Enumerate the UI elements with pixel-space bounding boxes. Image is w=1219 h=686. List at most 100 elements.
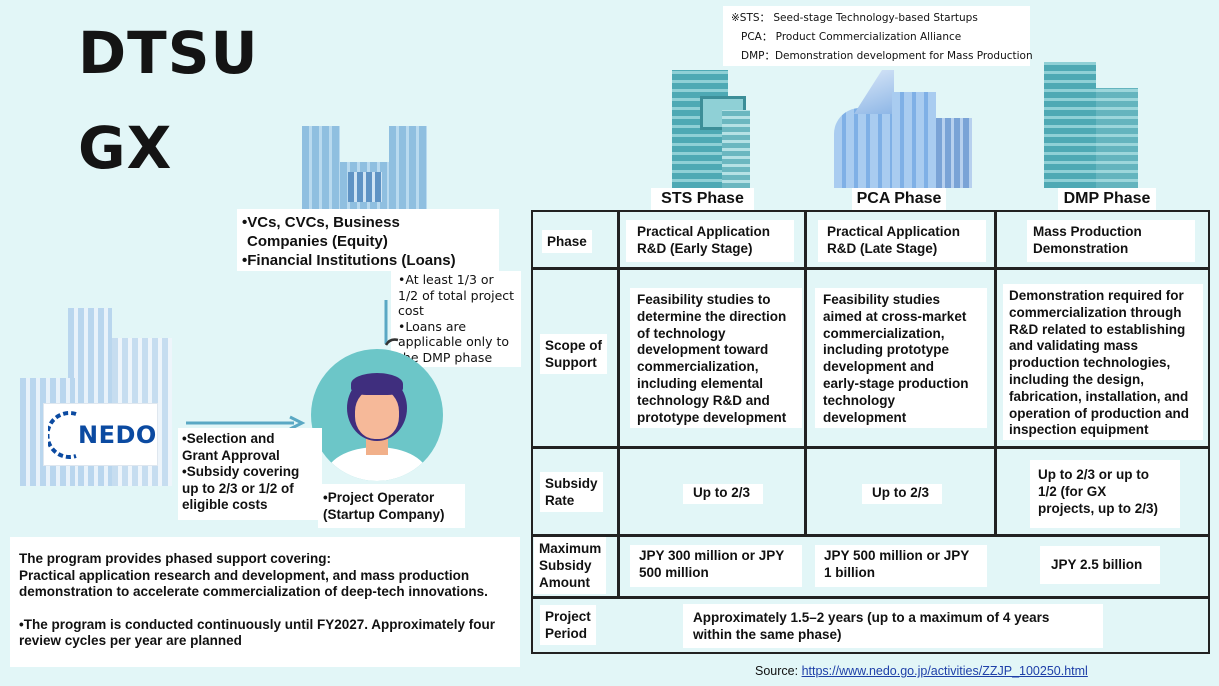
cell-text: including the design, [1009, 371, 1144, 387]
summary-line: The program provides phased support cove… [19, 551, 332, 566]
sts-building-icon [666, 70, 756, 188]
cell-text: inspection equipment [1009, 422, 1149, 438]
cell-text: Up to 2/3 [872, 485, 930, 500]
cell-text: technology [823, 392, 896, 408]
operator-line1: •Project Operator [323, 490, 435, 505]
cell-text: aimed at cross-market [823, 308, 967, 324]
cell-text: R&D related to establishing [1009, 321, 1186, 337]
cell-text: early-stage production [823, 375, 969, 391]
summary-line: demonstration to accelerate commercializ… [19, 584, 488, 599]
cell-text: Practical Application [827, 224, 961, 239]
phase-header-dmp: DMP Phase [1058, 188, 1156, 210]
operator-line2: (Startup Company) [323, 506, 445, 522]
cell-period: Approximately 1.5–2 years (up to a maxim… [683, 604, 1103, 648]
glossary-sts: ※STS： Seed-stage Technology-based Startu… [731, 12, 978, 24]
glossary: ※STS： Seed-stage Technology-based Startu… [723, 6, 1033, 66]
row-label-scope: Scope of Support [540, 334, 608, 374]
phase-header-sts: STS Phase [651, 188, 754, 210]
cell-text: within the same phase) [693, 626, 842, 642]
cell-text: of technology [637, 325, 726, 341]
project-operator-avatar [311, 349, 443, 481]
cell-text: technology R&D and [637, 392, 770, 408]
table-divider [531, 596, 1210, 599]
cell-text: including elemental [637, 375, 764, 391]
cell-text: development [823, 409, 907, 425]
cell-text: JPY 300 million or JPY [639, 548, 785, 563]
selection-note-line: eligible costs [182, 497, 268, 512]
selection-note: •Selection and Grant Approval •Subsidy c… [178, 428, 322, 520]
pca-building-icon [834, 68, 974, 188]
phase-table [531, 210, 1210, 654]
row-label-rate: Subsidy Rate [540, 472, 603, 512]
cell-rate-pca: Up to 2/3 [862, 484, 942, 504]
cell-text: R&D (Late Stage) [827, 240, 938, 256]
cell-text: Practical Application [637, 224, 771, 239]
cell-text: Up to 2/3 or up to [1038, 467, 1149, 482]
table-divider [804, 210, 807, 536]
investors-line1: •VCs, CVCs, Business [242, 214, 400, 231]
cell-text: production technologies, [1009, 355, 1171, 371]
cell-phase-sts: Practical Application R&D (Early Stage) [626, 220, 794, 262]
cell-text: commercialization, [823, 325, 945, 341]
cell-text: commercialization, [637, 359, 759, 375]
cell-phase-pca: Practical Application R&D (Late Stage) [818, 220, 986, 262]
investor-note-line: the DMP phase [398, 349, 493, 365]
cell-text: Mass Production [1033, 224, 1142, 239]
selection-note-line: •Subsidy covering [182, 464, 300, 479]
investor-note-line: cost [398, 303, 424, 319]
cell-scope-dmp: Demonstration required for commercializa… [1003, 284, 1203, 440]
cell-text: development and [823, 359, 935, 375]
selection-note-line: up to 2/3 or 1/2 of [182, 480, 294, 496]
source-note: Source: https://www.nedo.go.jp/activitie… [755, 664, 1088, 678]
selection-note-line: Grant Approval [182, 447, 280, 463]
cell-text: Feasibility studies to [637, 292, 771, 307]
down-arrow-icon [384, 300, 399, 346]
right-arrow-icon [186, 415, 306, 431]
row-label-text: Project [545, 609, 591, 624]
cell-text: Demonstration [1033, 240, 1129, 256]
cell-text: 1/2 (for GX [1038, 483, 1107, 499]
row-label-text: Subsidy [539, 558, 592, 573]
cell-text: R&D (Early Stage) [637, 240, 753, 256]
investors-line2: Companies (Equity) [247, 233, 388, 250]
row-label-text: Period [545, 626, 588, 641]
cell-amount-pca: JPY 500 million or JPY 1 billion [815, 545, 987, 587]
nedo-logo: NEDO [43, 403, 158, 466]
investors-box: •VCs, CVCs, Business Companies (Equity) … [237, 209, 499, 271]
summary-line: Practical application research and devel… [19, 567, 470, 583]
operator-label: •Project Operator (Startup Company) [318, 484, 465, 528]
source-link[interactable]: https://www.nedo.go.jp/activities/ZZJP_1… [801, 664, 1088, 678]
cell-text: 1 billion [824, 564, 876, 580]
cell-phase-dmp: Mass Production Demonstration [1027, 220, 1195, 262]
phase-header-pca: PCA Phase [852, 188, 946, 210]
row-label-text: Rate [545, 493, 575, 508]
table-divider [994, 210, 997, 536]
cell-rate-sts: Up to 2/3 [683, 484, 763, 504]
row-label-text: Phase [547, 234, 587, 249]
cell-text: determine the direction [637, 308, 787, 324]
cell-text: fabrication, installation, and [1009, 388, 1189, 404]
cell-text: Demonstration required for [1009, 288, 1184, 303]
cell-text: 500 million [639, 564, 709, 580]
table-divider [531, 534, 1210, 537]
investors-line3: •Financial Institutions (Loans) [242, 252, 456, 269]
cell-text: Up to 2/3 [693, 485, 751, 500]
glossary-pca: PCA： Product Commercialization Alliance [741, 31, 962, 43]
investor-note-line: applicable only to [398, 334, 510, 350]
cell-amount-dmp: JPY 2.5 billion [1040, 546, 1160, 584]
cell-text: projects, up to 2/3) [1038, 500, 1159, 516]
investor-note-line: •Loans are [398, 318, 467, 334]
cell-text: prototype development [637, 409, 787, 425]
cell-rate-dmp: Up to 2/3 or up to 1/2 (for GX projects,… [1030, 460, 1180, 528]
cell-text: and validating mass [1009, 338, 1139, 354]
investor-building-icon [302, 126, 427, 210]
nedo-logo-text: NEDO [78, 421, 157, 449]
summary-box: The program provides phased support cove… [10, 537, 520, 667]
cell-text: including prototype [823, 342, 949, 358]
cell-text: operation of production and [1009, 405, 1189, 421]
investor-note: •At least 1/3 or 1/2 of total project co… [391, 271, 521, 367]
title-dtsu: DTSU [78, 19, 259, 87]
source-label: Source: [755, 664, 802, 678]
glossary-dmp: DMP：Demonstration development for Mass P… [741, 50, 1033, 62]
cell-amount-sts: JPY 300 million or JPY 500 million [630, 545, 802, 587]
